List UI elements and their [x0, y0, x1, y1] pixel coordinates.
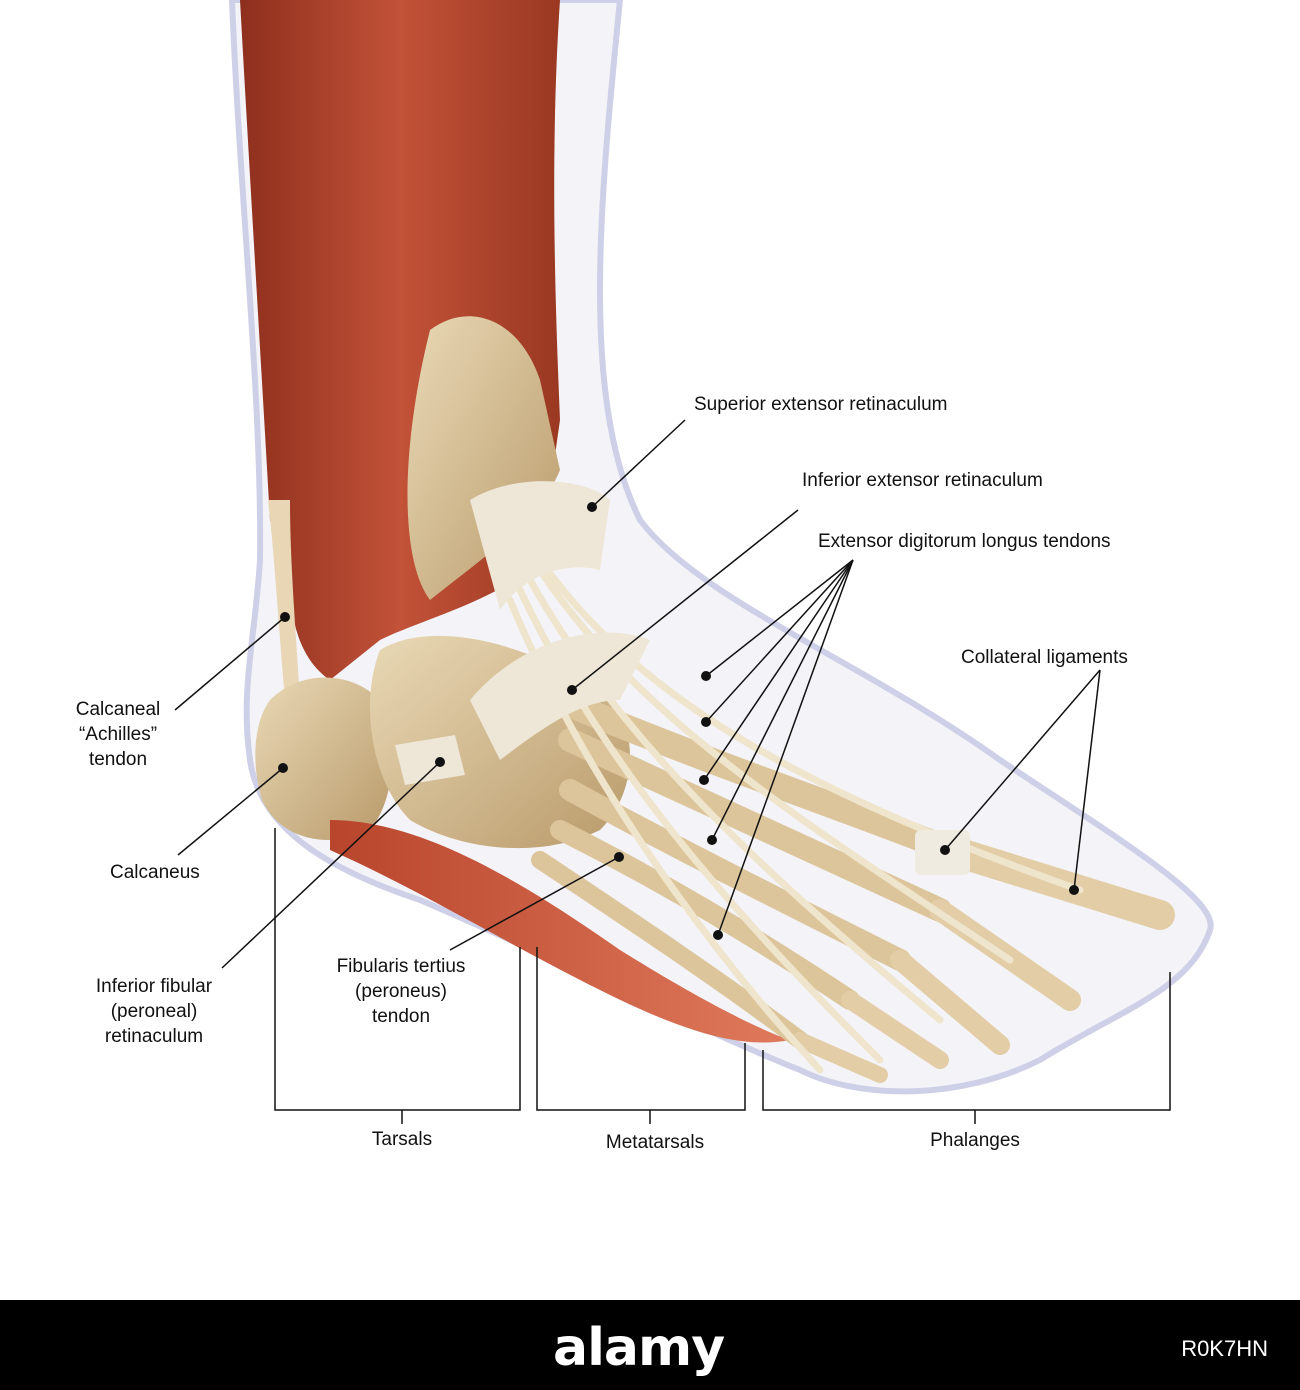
label-calcaneus: Calcaneus	[110, 862, 200, 883]
calcaneus-bone	[255, 677, 393, 840]
label-tarsals: Tarsals	[371, 1129, 433, 1150]
label-calcaneal-tendon-line-2: “Achilles”	[78, 724, 158, 745]
alamy-logo: alamy	[553, 1318, 725, 1378]
label-inferior-fibular-line-3: retinaculum	[104, 1026, 204, 1047]
label-inferior-extensor-retinaculum: Inferior extensor retinaculum	[802, 470, 1043, 491]
label-calcaneal-tendon-line-3: tendon	[88, 749, 148, 770]
plantar-muscle	[330, 820, 790, 1043]
fibular-retinaculum-band	[395, 735, 465, 785]
leader-dots	[278, 502, 1079, 940]
label-calcaneal-tendon: Calcaneal “Achilles” tendon	[58, 697, 178, 772]
label-fibularis-tertius-line-2: (peroneus)	[355, 981, 447, 1002]
tibia-bone	[407, 316, 560, 600]
achilles-tendon	[268, 500, 300, 700]
label-fibularis-tertius-line-1: Fibularis tertius	[336, 956, 466, 977]
label-extensor-digitorum-longus-tendons: Extensor digitorum longus tendons	[818, 531, 1111, 552]
label-fibularis-tertius-tendon: Fibularis tertius (peroneus) tendon	[316, 954, 486, 1029]
foot-anatomy-illustration	[174, 0, 1214, 1124]
stock-watermark-banner	[0, 1300, 1300, 1390]
label-fibularis-tertius-line-3: tendon	[371, 1006, 431, 1027]
image-id-text: R0K7HN	[1181, 1336, 1268, 1361]
label-inferior-fibular-line-1: Inferior fibular	[95, 976, 213, 997]
label-collateral-ligaments: Collateral ligaments	[961, 647, 1128, 668]
label-inferior-fibular-retinaculum: Inferior fibular (peroneal) retinaculum	[74, 974, 234, 1049]
label-calcaneal-tendon-line-1: Calcaneal	[75, 699, 161, 720]
tarsals-bracket	[274, 828, 521, 1124]
metatarsals-bracket	[536, 947, 746, 1124]
leader-lines	[174, 419, 1101, 969]
label-phalanges: Phalanges	[930, 1130, 1020, 1151]
label-superior-extensor-retinaculum: Superior extensor retinaculum	[694, 394, 948, 415]
phalanges-bracket	[762, 972, 1171, 1124]
superior-retinaculum-band	[470, 481, 610, 610]
label-inferior-fibular-line-2: (peroneal)	[110, 1001, 198, 1022]
label-metatarsals: Metatarsals	[605, 1132, 705, 1153]
